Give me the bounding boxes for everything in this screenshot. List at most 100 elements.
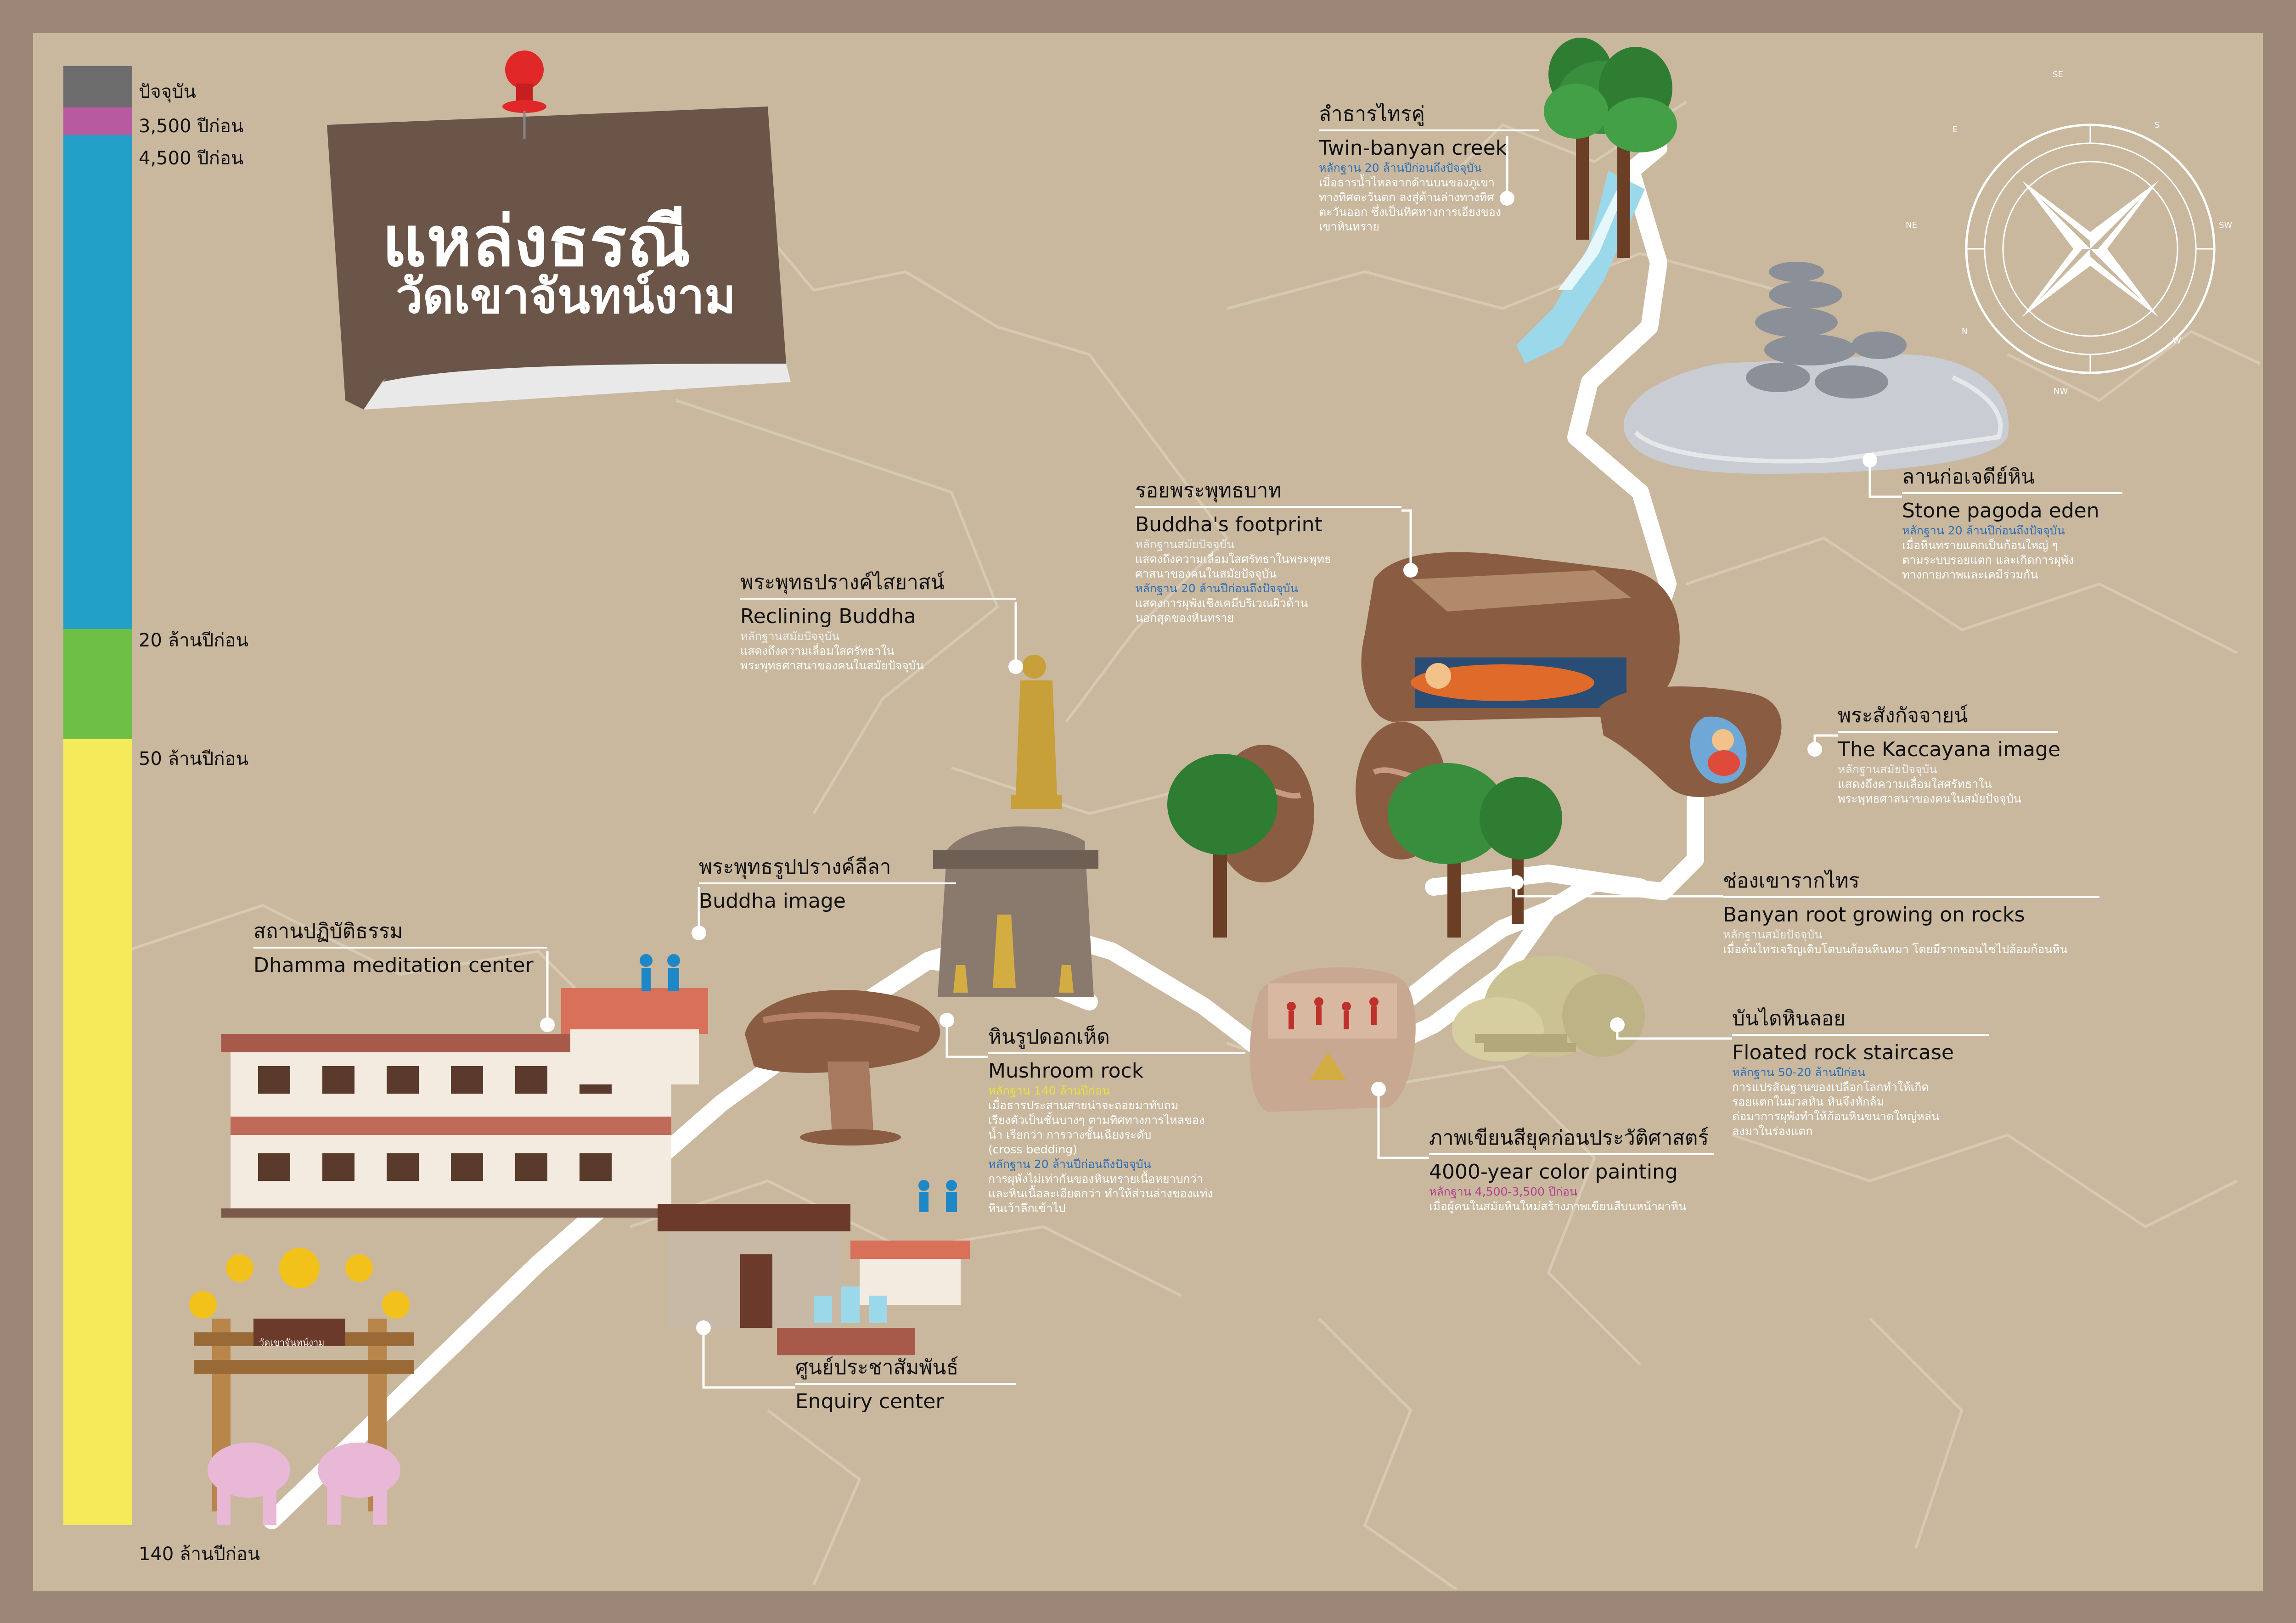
temple-gate bbox=[189, 1248, 414, 1525]
site-stone-pagoda-eden[interactable]: ลานก่อเจดีย์หิน Stone pagoda eden หลักฐา… bbox=[1902, 465, 2122, 582]
stone-pagoda-eden bbox=[1623, 262, 2009, 474]
site-title-th: พระพุทธปรางค์ไสยาสน์ bbox=[740, 571, 945, 594]
site-title-en: 4000-year color painting bbox=[1429, 1160, 1678, 1184]
timeline-segment-50m bbox=[63, 739, 132, 1525]
site-reclining-buddha[interactable]: พระพุทธปรางค์ไสยาสน์ Reclining Buddha หล… bbox=[740, 570, 1016, 673]
title-line-2: วัดเขาจันทน์งาม bbox=[396, 268, 736, 324]
pushpin-icon bbox=[502, 51, 546, 139]
label-rule bbox=[699, 882, 956, 884]
site-banyan-root[interactable]: ช่องเขารากไทร Banyan root growing on roc… bbox=[1723, 869, 2099, 957]
site-title-en: Banyan root growing on rocks bbox=[1723, 903, 2025, 927]
site-title-th: ลำธารไทรคู่ bbox=[1319, 102, 1425, 126]
gate-sign-text: วัดเขาจันทน์งาม bbox=[259, 1337, 325, 1348]
label-rule bbox=[795, 1383, 1016, 1385]
site-evidence-2: หลักฐาน 20 ล้านปีก่อนถึงปัจจุบัน bbox=[1135, 582, 1298, 595]
site-evidence: หลักฐาน 50-20 ล้านปีก่อน bbox=[1732, 1066, 1865, 1079]
site-description: แสดงถึงความเลื่อมใสศรัทธาใน พระพุทธศาสนา… bbox=[1838, 777, 2021, 805]
site-title-th: หินรูปดอกเห็ด bbox=[988, 1025, 1110, 1049]
timeline-label-20m: 20 ล้านปีก่อน bbox=[139, 630, 248, 651]
title-card-shape bbox=[327, 107, 791, 410]
site-description-2: การผุพังไม่เท่ากันของหินทรายเนื้อหยาบกว่… bbox=[988, 1172, 1213, 1215]
site-evidence: หลักฐาน 20 ล้านปีก่อนถึงปัจจุบัน bbox=[1902, 524, 2065, 537]
label-rule bbox=[1723, 896, 2099, 898]
buddha-image-shrine bbox=[933, 826, 1098, 997]
site-title-th: พระสังกัจจายน์ bbox=[1838, 704, 1968, 727]
enquiry-building bbox=[658, 1180, 970, 1355]
compass-dir-n: N bbox=[1962, 327, 1968, 337]
compass-dir-ne: NE bbox=[1906, 220, 1917, 230]
geologic-timeline bbox=[63, 66, 132, 1525]
title-card: แหล่งธรณี วัดเขาจันทน์งาม bbox=[327, 51, 795, 410]
timeline-label-4500: 4,500 ปีก่อน bbox=[139, 148, 244, 169]
site-enquiry-center[interactable]: ศูนย์ประชาสัมพันธ์ Enquiry center bbox=[795, 1355, 1016, 1414]
timeline-segment-3500 bbox=[63, 107, 132, 135]
buddhas-footprint-rock bbox=[1361, 552, 1680, 722]
site-evidence: หลักฐานสมัยปัจจุบัน bbox=[1838, 763, 1937, 776]
site-floated-rock-staircase[interactable]: บันไดหินลอย Floated rock staircase หลักฐ… bbox=[1732, 1006, 1989, 1139]
banyan-root-rocks bbox=[1167, 722, 1562, 938]
site-color-painting[interactable]: ภาพเขียนสียุคก่อนประวัติศาสตร์ 4000-year… bbox=[1429, 1126, 1714, 1214]
site-title-th: รอยพระพุทธบาท bbox=[1135, 479, 1282, 502]
site-title-en: Enquiry center bbox=[795, 1390, 944, 1413]
compass-dir-s: S bbox=[2155, 120, 2160, 130]
site-title-en: Floated rock staircase bbox=[1732, 1041, 1954, 1064]
label-rule bbox=[1135, 506, 1401, 508]
site-description: แสดงถึงความเลื่อมใสศรัทธาในพระพุทธ ศาสนา… bbox=[1135, 552, 1332, 580]
site-description: การแปรสัณฐานของเปลือกโลกทำให้เกิด รอยแตก… bbox=[1732, 1080, 1940, 1138]
twin-banyan-trees bbox=[1544, 38, 1677, 258]
timeline-segment-4500 bbox=[63, 135, 132, 629]
golden-buddha-statue bbox=[1011, 655, 1062, 809]
site-title-th: บันไดหินลอย bbox=[1732, 1007, 1846, 1030]
site-evidence: หลักฐาน 20 ล้านปีก่อนถึงปัจจุบัน bbox=[1319, 161, 1482, 174]
compass-rose bbox=[1965, 124, 2216, 374]
timeline-label-present: ปัจจุบัน bbox=[139, 81, 196, 102]
timeline-segment-present bbox=[63, 66, 132, 107]
site-title-en: Buddha's footprint bbox=[1135, 513, 1322, 536]
title-line-1: แหล่งธรณี bbox=[382, 202, 691, 282]
site-description: เมื่อหินทรายแตกเป็นก้อนใหญ่ ๆ ตามระบบรอย… bbox=[1902, 539, 2074, 581]
site-title-th: ลานก่อเจดีย์หิน bbox=[1902, 465, 2035, 489]
map-area: ปัจจุบัน 3,500 ปีก่อน 4,500 ปีก่อน 20 ล้… bbox=[33, 33, 2263, 1591]
site-description: เมื่อธารประสานสายน่าจะถอยมาทับถม เรียงตั… bbox=[988, 1099, 1205, 1156]
site-kaccayana-image[interactable]: พระสังกัจจายน์ The Kaccayana image หลักฐ… bbox=[1838, 703, 2060, 806]
color-painting-cave bbox=[1249, 967, 1416, 1112]
site-title-th: สถานปฏิบัติธรรม bbox=[253, 920, 403, 943]
site-title-en: Dhamma meditation center bbox=[253, 954, 534, 977]
label-rule bbox=[1319, 129, 1539, 131]
site-description: เมื่อผู้คนในสมัยหินใหม่สร้างภาพเขียนสีบน… bbox=[1429, 1200, 1687, 1213]
site-description: เมื่อต้นไทรเจริญเติบโตบนก้อนหินหมา โดยมี… bbox=[1723, 943, 2068, 956]
site-buddha-image[interactable]: พระพุทธรูปปรางค์ลีลา Buddha image bbox=[699, 855, 956, 914]
site-meditation-center[interactable]: สถานปฏิบัติธรรม Dhamma meditation center bbox=[253, 919, 547, 978]
site-evidence: หลักฐาน 4,500-3,500 ปีก่อน bbox=[1429, 1185, 1578, 1198]
label-rule bbox=[740, 598, 1016, 600]
site-evidence: หลักฐานสมัยปัจจุบัน bbox=[740, 629, 840, 643]
site-title-en: Twin-banyan creek bbox=[1319, 136, 1508, 160]
label-rule bbox=[1429, 1153, 1714, 1155]
site-evidence-2: หลักฐาน 20 ล้านปีก่อนถึงปัจจุบัน bbox=[988, 1157, 1151, 1171]
timeline-label-50m: 50 ล้านปีก่อน bbox=[139, 748, 248, 769]
site-title-en: Mushroom rock bbox=[988, 1059, 1144, 1083]
site-title-en: Stone pagoda eden bbox=[1902, 499, 2099, 522]
site-twin-banyan-creek[interactable]: ลำธารไทรคู่ Twin-banyan creek หลักฐาน 20… bbox=[1319, 102, 1539, 234]
label-rule bbox=[1732, 1034, 1989, 1036]
site-title-en: Buddha image bbox=[699, 889, 846, 913]
site-evidence: หลักฐานสมัยปัจจุบัน bbox=[1723, 928, 1823, 941]
site-title-th: ช่องเขารากไทร bbox=[1723, 869, 1860, 893]
label-rule bbox=[253, 947, 547, 949]
site-title-th: ศูนย์ประชาสัมพันธ์ bbox=[795, 1356, 959, 1379]
label-rule bbox=[1838, 731, 2058, 733]
site-buddhas-footprint[interactable]: รอยพระพุทธบาท Buddha's footprint หลักฐาน… bbox=[1135, 478, 1401, 625]
site-title-th: พระพุทธรูปปรางค์ลีลา bbox=[699, 855, 891, 879]
timeline-label-140m: 140 ล้านปีก่อน bbox=[139, 1544, 260, 1565]
site-evidence: หลักฐานสมัยปัจจุบัน bbox=[1135, 538, 1235, 551]
compass-dir-nw: NW bbox=[2054, 387, 2068, 396]
mushroom-rock bbox=[745, 990, 940, 1146]
site-mushroom-rock[interactable]: หินรูปดอกเห็ด Mushroom rock หลักฐาน 140 … bbox=[988, 1025, 1245, 1216]
compass-dir-w: W bbox=[2173, 336, 2181, 346]
compass-dir-se: SE bbox=[2053, 70, 2063, 79]
site-title-en: The Kaccayana image bbox=[1838, 738, 2061, 761]
site-title-en: Reclining Buddha bbox=[740, 605, 917, 628]
compass-dir-sw: SW bbox=[2219, 220, 2233, 230]
site-description: แสดงถึงความเลื่อมใสศรัทธาใน พระพุทธศาสนา… bbox=[740, 644, 924, 672]
